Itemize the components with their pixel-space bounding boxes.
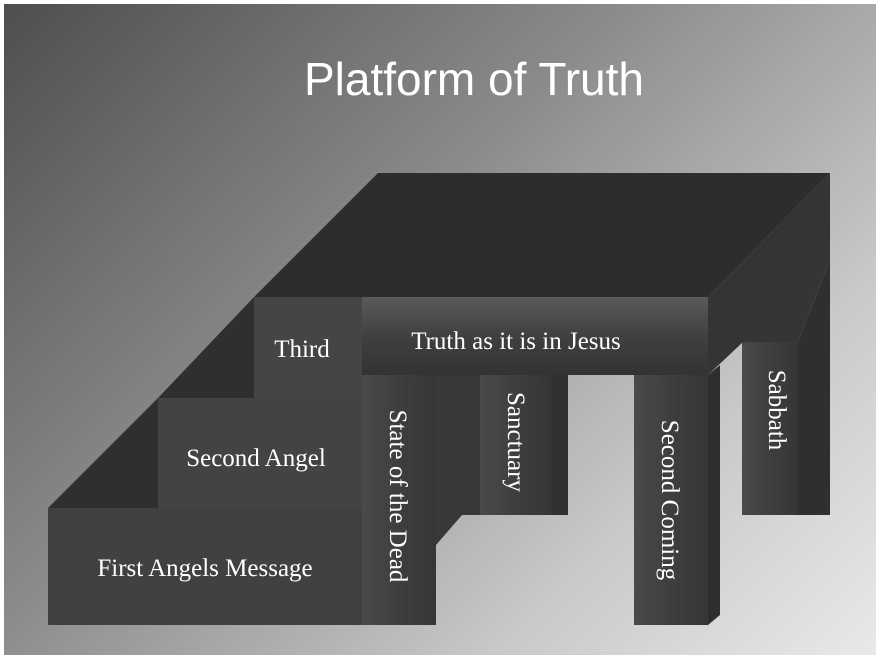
pillar-sabbath-top — [742, 260, 830, 342]
step-second-label: Second Angel — [186, 445, 326, 472]
pillar-state-of-the-dead-label: State of the Dead — [384, 410, 411, 583]
pillar-sabbath — [742, 342, 798, 515]
pillar-sanctuary — [480, 375, 552, 515]
pillar-sanctuary-side — [552, 375, 568, 515]
pillar-second-coming-label: Second Coming — [656, 420, 683, 581]
platform-top — [254, 173, 830, 297]
platform-beam — [362, 297, 708, 375]
pillar-second-coming-side — [708, 365, 720, 625]
step-second-side — [48, 398, 158, 508]
step-third-side — [158, 297, 254, 398]
pillar-second-coming — [634, 375, 708, 625]
step-third-label: Third — [274, 336, 330, 363]
platform-right-side — [708, 173, 830, 375]
step-first — [48, 508, 362, 625]
slide-title: Platform of Truth — [304, 53, 644, 105]
pillar-sanctuary-label: Sanctuary — [502, 392, 529, 492]
pillar-sabbath-label: Sabbath — [763, 370, 790, 451]
step-second — [158, 398, 362, 508]
pillar-sabbath-side — [798, 260, 830, 515]
step-third — [254, 297, 362, 398]
pillar-state-of-the-dead — [362, 375, 436, 625]
step-first-label: First Angels Message — [97, 555, 312, 582]
pillar-inner-block — [436, 375, 480, 545]
beam-label: Truth as it is in Jesus — [411, 328, 621, 355]
